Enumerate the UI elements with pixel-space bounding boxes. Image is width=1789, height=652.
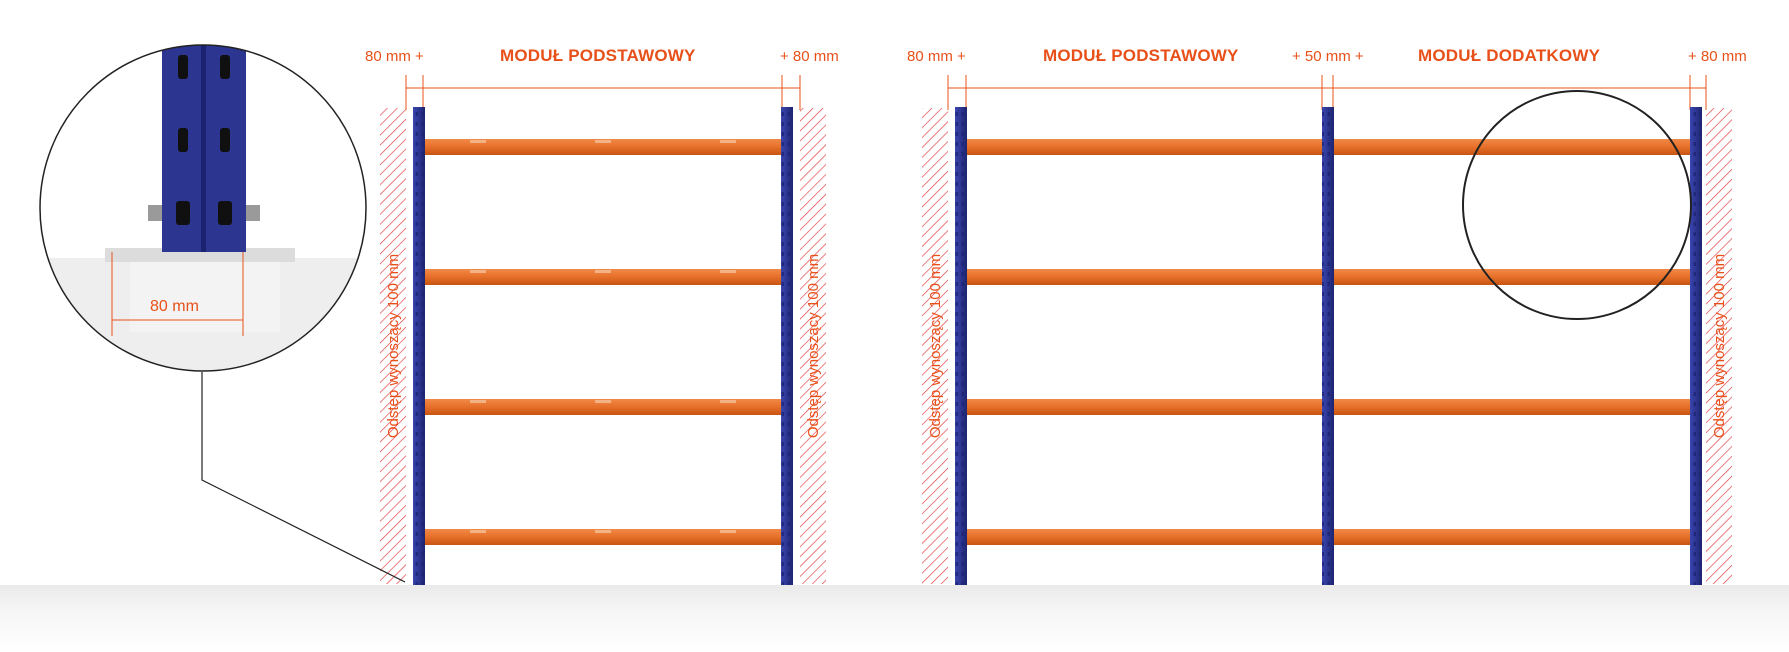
rack-extended xyxy=(955,107,1702,585)
bolt-icon xyxy=(246,205,260,221)
wall-gap-label-left-2: Odstęp wynoszący 100 mm xyxy=(927,253,944,439)
wall-gap-label-right-1: Odstęp wynoszący 100 mm xyxy=(805,253,822,439)
detail-leader-line xyxy=(201,372,406,583)
base-plate xyxy=(105,248,295,262)
rack-basic-beams xyxy=(418,139,788,545)
base-module-title-2: MODUŁ PODSTAWOWY xyxy=(1043,46,1239,65)
beam xyxy=(418,529,788,545)
wall-hatch-right-2 xyxy=(1706,108,1732,584)
detail-width-label: 80 mm xyxy=(150,298,199,315)
beam xyxy=(960,269,1326,285)
wall-hatch-left-1 xyxy=(380,108,406,584)
bolt-icon xyxy=(148,205,162,221)
detail-zoom xyxy=(39,44,406,583)
beam xyxy=(960,139,1326,155)
dimension-lines xyxy=(405,75,1707,110)
beam xyxy=(1330,529,1694,545)
right-margin-label-2: + 80 mm xyxy=(1688,48,1747,65)
wall-gap-label-right-2: Odstęp wynoszący 100 mm xyxy=(1711,253,1728,439)
beam xyxy=(418,399,788,415)
extra-module-title: MODUŁ DODATKOWY xyxy=(1418,46,1601,65)
detail-dimension xyxy=(111,252,244,336)
wall-gap-label-left-1: Odstęp wynoszący 100 mm xyxy=(385,253,402,439)
rack-extended-beams xyxy=(960,139,1694,545)
detail-circle xyxy=(39,44,367,372)
beam xyxy=(960,529,1326,545)
zoom-circle-extra-module xyxy=(1462,90,1692,320)
left-margin-label: 80 mm + xyxy=(365,48,424,65)
wall-hatch-right-1 xyxy=(800,108,826,584)
wall-hatch-group xyxy=(380,108,1732,584)
rack-basic xyxy=(413,107,793,585)
beam xyxy=(960,399,1326,415)
right-margin-label: + 80 mm xyxy=(780,48,839,65)
floor xyxy=(0,585,1789,652)
beam xyxy=(1330,399,1694,415)
base-module-title: MODUŁ PODSTAWOWY xyxy=(500,46,696,65)
beam xyxy=(418,139,788,155)
left-margin-label-2: 80 mm + xyxy=(907,48,966,65)
mid-margin-label: + 50 mm + xyxy=(1292,48,1364,65)
beam xyxy=(1330,269,1694,285)
beam xyxy=(1330,139,1694,155)
wall-hatch-left-2 xyxy=(922,108,948,584)
beam-highlights xyxy=(470,140,736,533)
beam xyxy=(418,269,788,285)
